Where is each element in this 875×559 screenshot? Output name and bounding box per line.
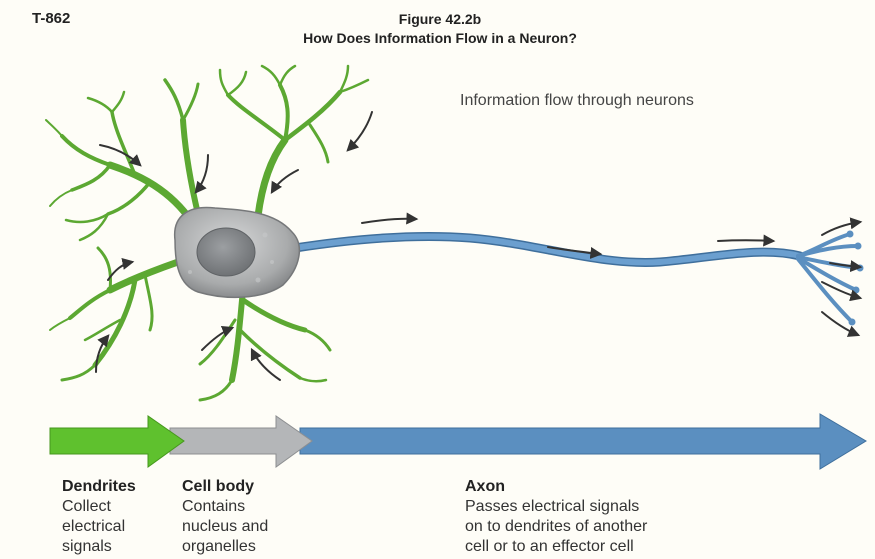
dendrites-label: Dendrites Collect electrical signals: [62, 477, 136, 557]
flow-arrow: [348, 112, 372, 150]
flow-bar: [50, 414, 866, 469]
flow-arrow: [272, 170, 298, 192]
cell-body: [175, 207, 300, 297]
dendrites-arrow: [50, 416, 184, 467]
axon-desc-line: cell or to an effector cell: [465, 537, 647, 557]
axon-label: Axon Passes electrical signals on to den…: [465, 477, 647, 557]
dendrites-desc-line: electrical: [62, 517, 136, 537]
axon-desc-line: on to dendrites of another: [465, 517, 647, 537]
cell-body-arrow: [170, 416, 312, 467]
cell-body-desc-line: organelles: [182, 537, 268, 557]
dendrites-desc-line: Collect: [62, 497, 136, 517]
axon-arrow: [300, 414, 866, 469]
cell-body-heading: Cell body: [182, 477, 268, 497]
flow-arrow: [822, 222, 860, 235]
cell-body-label: Cell body Contains nucleus and organelle…: [182, 477, 268, 557]
cell-body-desc-line: Contains: [182, 497, 268, 517]
flow-arrow: [362, 219, 416, 223]
cell-body-desc-line: nucleus and: [182, 517, 268, 537]
nucleus: [197, 228, 255, 276]
dendrites-desc-line: signals: [62, 537, 136, 557]
flow-arrow: [196, 155, 208, 192]
flow-arrow: [718, 240, 773, 241]
axon: [295, 231, 864, 326]
axon-desc-line: Passes electrical signals: [465, 497, 647, 517]
axon-heading: Axon: [465, 477, 647, 497]
dendrites-heading: Dendrites: [62, 477, 136, 497]
